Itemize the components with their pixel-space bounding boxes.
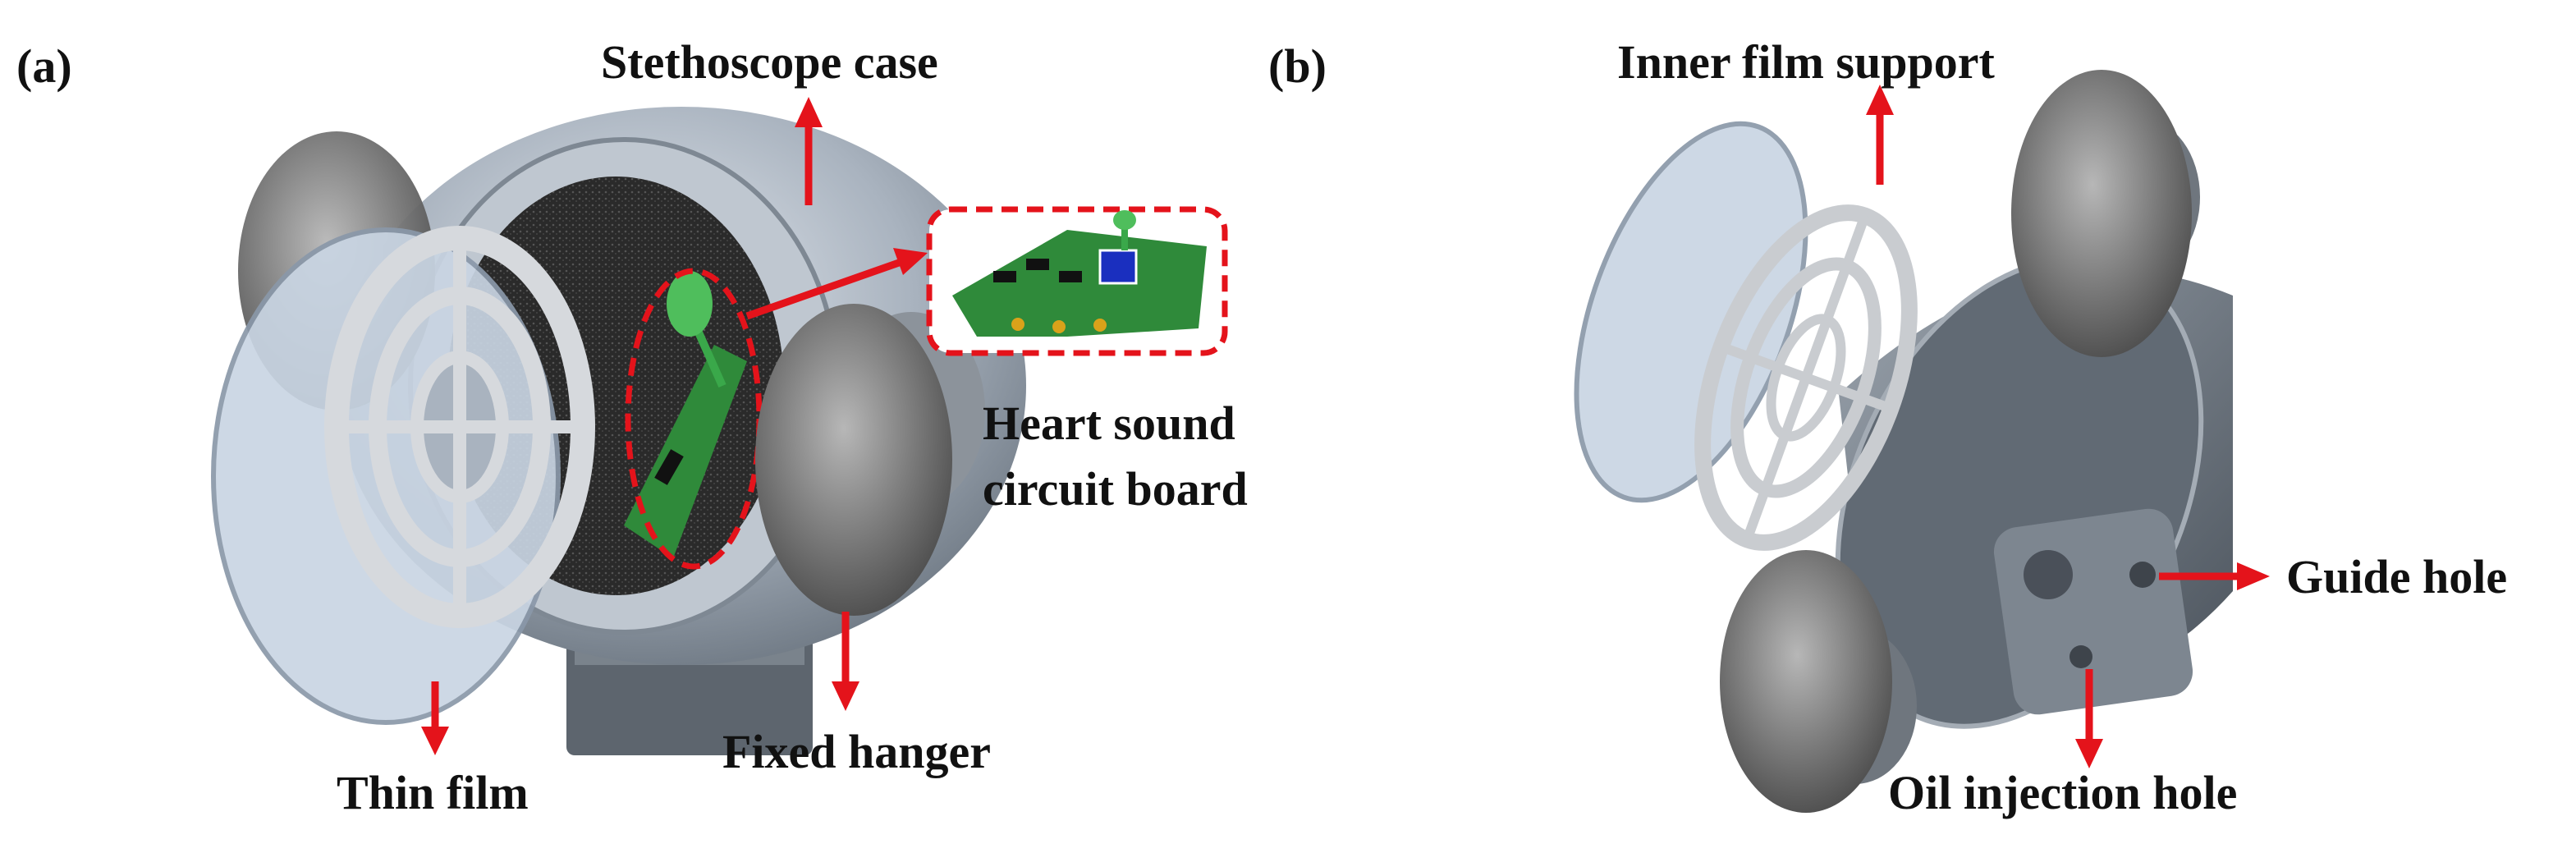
- oil-injection-hole: [2070, 645, 2092, 668]
- label-thin-film: Thin film: [337, 766, 529, 819]
- arrow-circuit: [745, 248, 928, 320]
- arrow-guide: [2159, 562, 2270, 590]
- arrow-support: [1866, 85, 1894, 185]
- arrow-hanger: [832, 612, 859, 711]
- label-stethoscope-case: Stethoscope case: [601, 35, 938, 89]
- arrow-case: [795, 97, 823, 205]
- inner-film-support: [1694, 204, 1918, 551]
- arrow-oil: [2075, 669, 2103, 768]
- panel-a: (a): [16, 35, 1248, 819]
- membrane-lower: [1720, 550, 1917, 813]
- membrane-upper: [2011, 70, 2200, 357]
- label-circuit-board: circuit board: [983, 462, 1248, 516]
- label-fixed-hanger: Fixed hanger: [722, 725, 991, 778]
- fixed-hanger: [755, 304, 985, 616]
- guide-hole: [2129, 562, 2156, 588]
- internal-circuit-board: [624, 271, 747, 558]
- panel-b-letter: (b): [1268, 39, 1327, 93]
- inner-thin-film: [1574, 121, 1808, 503]
- panel-b: (b): [1268, 35, 2507, 819]
- center-port: [2024, 550, 2073, 599]
- label-inner-film-support: Inner film support: [1617, 35, 1995, 89]
- panel-a-letter: (a): [16, 39, 72, 93]
- label-oil-injection-hole: Oil injection hole: [1888, 766, 2237, 819]
- film-support-grid: [324, 226, 595, 628]
- circuit-inset: [926, 206, 1228, 356]
- label-heart-sound: Heart sound: [983, 397, 1235, 450]
- arrow-film: [421, 681, 449, 755]
- label-guide-hole: Guide hole: [2286, 550, 2507, 603]
